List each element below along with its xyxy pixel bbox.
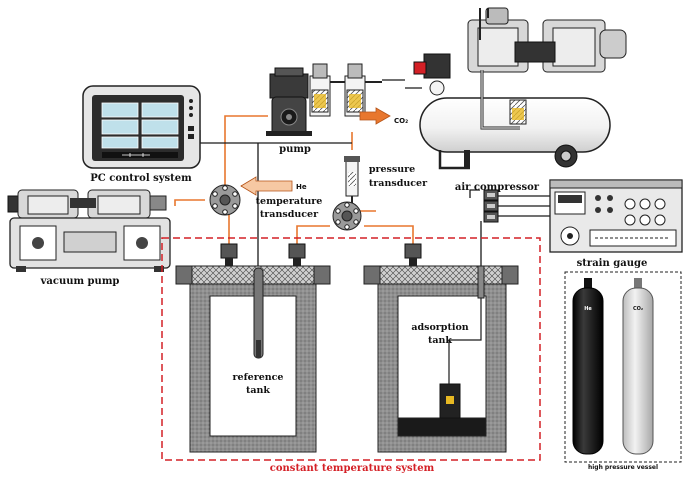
co2-inlet-arrow [359,107,391,125]
signal-lines [199,79,555,268]
co2-inlet-label: CO₂ [394,117,408,125]
signal-line-pc-to-pump [199,130,245,144]
vacuum-pump [7,189,171,272]
gas-line-adsorption-valve [364,225,414,246]
high-pressure-vessel-label: high pressure vessel [588,464,658,471]
high-pressure-vessel-border [564,271,682,463]
temperature-transducer-label-line2: transducer [260,209,319,220]
strain-gauge-label: strain gauge [577,258,648,269]
gas-line-middle-valve [296,225,330,246]
adsorption-tank-label-line2: tank [428,335,452,346]
adsorption-tank [363,265,519,453]
air-compressor-label: air compressor [455,182,540,193]
he-cylinder-label: He [584,306,592,312]
pc-control-system [82,85,201,169]
strain-connectors [483,189,499,223]
signal-line-compressor [469,189,480,198]
co2-cylinder-label: CO₂ [633,306,643,312]
six-port-valve-left [209,184,241,216]
gas-line-pump-to-valve [224,115,268,186]
adsorption-tank-label-line1: adsorption [411,322,468,333]
pressure-transducer [344,156,360,204]
co2-cylinder [622,278,654,455]
reference-tank-label-line1: reference [233,372,284,383]
pc-control-label: PC control system [90,173,192,184]
six-port-valve-right [332,201,362,231]
temperature-transducer-label-line1: temperature [256,196,323,207]
gas-line-vacuum [174,199,205,206]
vacuum-pump-label: vacuum pump [40,276,120,287]
he-cylinder [572,278,604,455]
lid-valves [220,243,422,268]
pressure-transducer-label-line1: pressure [369,164,415,175]
he-inlet-label: He [296,183,307,191]
strain-gauge [549,179,683,253]
constant-temperature-border [161,237,541,461]
air-compressor [413,7,627,170]
he-inlet-arrow [240,176,293,196]
pump-label: pump [279,144,311,155]
constant-temperature-label: constant temperature system [270,463,435,474]
reference-tank [175,265,331,453]
reference-tank-label-line2: tank [246,385,270,396]
pressure-transducer-label-line2: transducer [369,178,428,189]
pump [266,63,382,136]
